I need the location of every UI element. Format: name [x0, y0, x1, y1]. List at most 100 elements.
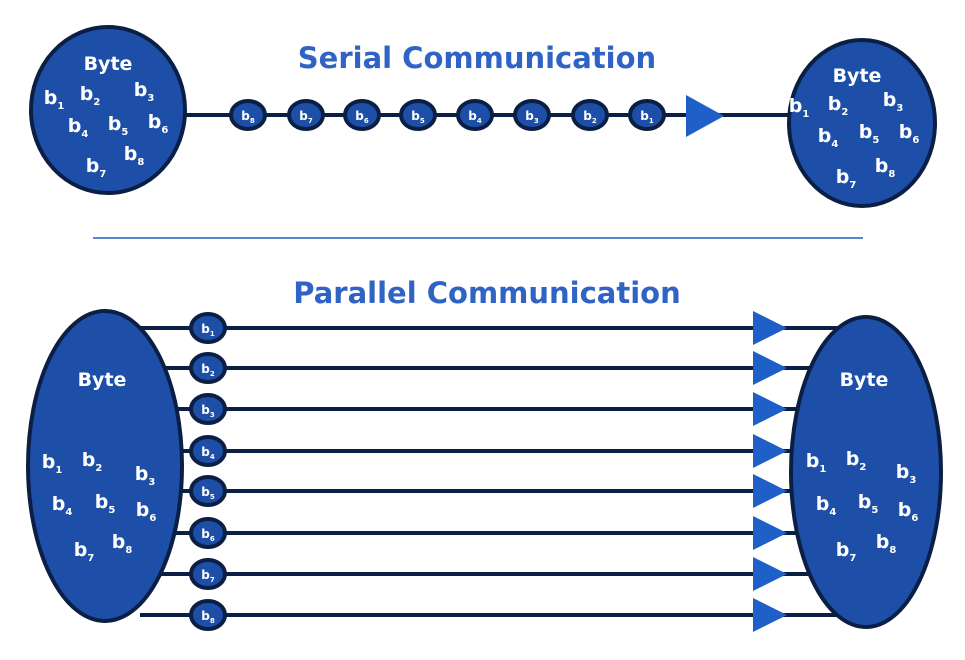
parallel-bead-label: b5 — [201, 485, 215, 501]
serial-bit-bead: b2 — [571, 99, 609, 131]
parallel-sender-bit-label: b3 — [135, 463, 156, 488]
serial-bit-bead: b5 — [399, 99, 437, 131]
parallel-lane: b8 — [140, 598, 838, 632]
serial-receiver-bit-label: b7 — [836, 166, 857, 191]
serial-sender-ellipse — [29, 25, 187, 195]
serial-bead-shape — [513, 99, 551, 131]
parallel-lane: b2 — [140, 351, 838, 385]
parallel-receiver-bit-label: b3 — [896, 461, 917, 486]
parallel-sender-byte-label: Byte — [78, 369, 127, 391]
parallel-sender-byte: Byte b1 b2 b3 b4 b5 b6 b7 b8 — [26, 309, 184, 623]
parallel-sender-bit-label: b6 — [136, 499, 157, 524]
serial-sender-bit-label: b1 — [44, 87, 65, 112]
serial-bead-label: b7 — [299, 109, 313, 125]
parallel-receiver-byte-label: Byte — [840, 369, 889, 391]
parallel-bead-label: b6 — [201, 527, 215, 543]
serial-receiver-bits: b1 b2 b3 b4 b5 b6 b7 b8 — [789, 89, 920, 191]
serial-bit-bead: b8 — [229, 99, 267, 131]
serial-bead-shape — [399, 99, 437, 131]
parallel-lane: b3 — [140, 392, 838, 426]
parallel-sender-bit-label: b8 — [112, 531, 133, 556]
parallel-arrow-icon — [753, 516, 787, 550]
serial-bead-shape — [571, 99, 609, 131]
parallel-lanes: b1 b2 b3 b4 b5 b6 b7 b8 — [140, 311, 838, 632]
parallel-bead-shape — [189, 352, 227, 384]
parallel-receiver-bit-label: b5 — [858, 491, 879, 516]
parallel-lane: b1 — [140, 311, 838, 345]
serial-arrow-icon — [686, 95, 724, 137]
parallel-bead-label: b7 — [201, 568, 215, 584]
serial-bit-stream: b8 b7 b6 b5 b4 b3 b2 b1 — [229, 99, 666, 131]
parallel-receiver-bit-label: b6 — [898, 499, 919, 524]
serial-receiver-bit-label: b8 — [875, 155, 896, 180]
serial-bead-shape — [287, 99, 325, 131]
serial-bead-shape — [628, 99, 666, 131]
parallel-bead-label: b2 — [201, 362, 215, 378]
parallel-arrow-icon — [753, 557, 787, 591]
serial-bead-shape — [229, 99, 267, 131]
parallel-lane: b6 — [140, 516, 838, 550]
parallel-receiver-bit-label: b4 — [816, 493, 837, 518]
parallel-bead-shape — [189, 517, 227, 549]
serial-bead-label: b4 — [468, 109, 482, 125]
serial-receiver-bit-label: b6 — [899, 121, 920, 146]
parallel-arrow-icon — [753, 311, 787, 345]
serial-bit-bead: b6 — [343, 99, 381, 131]
parallel-bead-shape — [189, 435, 227, 467]
parallel-sender-bit-label: b2 — [82, 449, 103, 474]
serial-sender-bit-label: b7 — [86, 155, 107, 180]
serial-bead-label: b3 — [525, 109, 539, 125]
parallel-receiver-bit-label: b8 — [876, 531, 897, 556]
parallel-receiver-ellipse — [789, 315, 943, 629]
serial-receiver-bit-label: b1 — [789, 95, 810, 120]
serial-receiver-byte-label: Byte — [833, 65, 882, 87]
parallel-sender-ellipse — [26, 309, 184, 623]
parallel-bead-shape — [189, 599, 227, 631]
parallel-lane: b5 — [140, 474, 838, 508]
parallel-receiver-bits: b1 b2 b3 b4 b5 b6 b7 b8 — [806, 448, 919, 564]
parallel-arrow-icon — [753, 598, 787, 632]
serial-bit-bead: b7 — [287, 99, 325, 131]
serial-receiver-bit-label: b3 — [883, 89, 904, 114]
parallel-bead-shape — [189, 393, 227, 425]
serial-bit-bead: b4 — [456, 99, 494, 131]
parallel-sender-bit-label: b7 — [74, 539, 95, 564]
serial-bead-shape — [343, 99, 381, 131]
serial-sender-bit-label: b4 — [68, 115, 89, 140]
serial-receiver-bit-label: b2 — [828, 93, 849, 118]
parallel-arrow-icon — [753, 434, 787, 468]
parallel-title: Parallel Communication — [293, 276, 681, 310]
parallel-bead-shape — [189, 558, 227, 590]
parallel-receiver-bit-label: b7 — [836, 539, 857, 564]
serial-receiver-ellipse — [787, 38, 937, 208]
serial-bit-bead: b3 — [513, 99, 551, 131]
parallel-sender-bits: b1 b2 b3 b4 b5 b6 b7 b8 — [42, 449, 157, 564]
parallel-lane: b7 — [140, 557, 838, 591]
serial-sender-byte-label: Byte — [84, 53, 133, 75]
serial-bead-label: b1 — [640, 109, 654, 125]
parallel-arrow-icon — [753, 351, 787, 385]
serial-title: Serial Communication — [298, 41, 656, 75]
parallel-bead-label: b4 — [201, 445, 215, 461]
parallel-sender-bit-label: b4 — [52, 493, 73, 518]
serial-receiver-bit-label: b5 — [859, 121, 880, 146]
parallel-arrow-icon — [753, 474, 787, 508]
parallel-lane: b4 — [140, 434, 838, 468]
serial-sender-bit-label: b3 — [134, 79, 155, 104]
serial-sender-bit-label: b2 — [80, 83, 101, 108]
parallel-receiver-bit-label: b2 — [846, 448, 867, 473]
serial-receiver-bit-label: b4 — [818, 125, 839, 150]
serial-bead-label: b8 — [241, 109, 255, 125]
parallel-sender-bit-label: b5 — [95, 491, 116, 516]
parallel-receiver-bit-label: b1 — [806, 450, 827, 475]
parallel-bead-label: b1 — [201, 322, 215, 338]
serial-bit-bead: b1 — [628, 99, 666, 131]
parallel-sender-bit-label: b1 — [42, 451, 63, 476]
parallel-receiver-byte: Byte b1 b2 b3 b4 b5 b6 b7 b8 — [789, 315, 943, 629]
serial-sender-bit-label: b5 — [108, 113, 129, 138]
serial-bead-label: b5 — [411, 109, 425, 125]
parallel-bead-shape — [189, 312, 227, 344]
